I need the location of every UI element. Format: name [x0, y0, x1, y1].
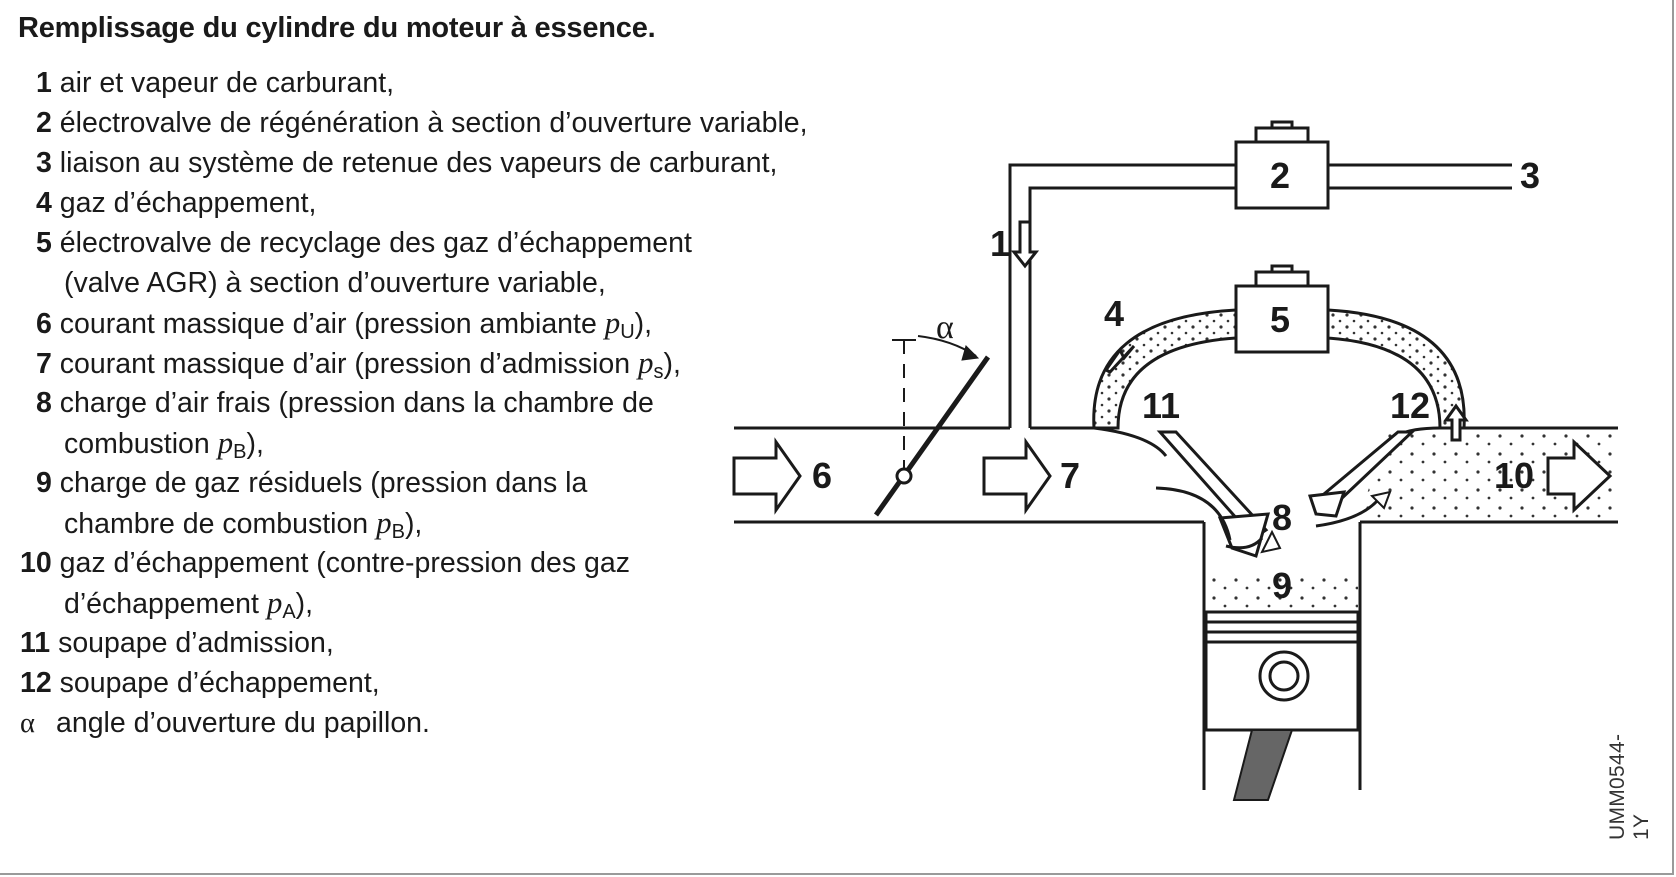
label-4: 4 — [1104, 293, 1124, 334]
regeneration-pipe-inner — [1028, 186, 1236, 428]
legend-item-1: 1 air et vapeur de carburant, — [36, 67, 395, 99]
legend-item-8-cont: combustion pB), — [64, 425, 264, 464]
flow-intake-line — [1155, 486, 1232, 541]
legend-item-4: 4 gaz d’échappement, — [36, 187, 317, 219]
arrow-6 — [732, 437, 802, 515]
arrow-1 — [1010, 220, 1040, 269]
residual-gas-region — [1206, 578, 1358, 610]
regeneration-pipe-outer — [1008, 163, 1236, 428]
legend-item-5: 5 électrovalve de recyclage des gaz d’éc… — [36, 227, 692, 259]
legend-item-2: 2 électrovalve de régénération à section… — [36, 107, 808, 139]
flow-intake-curve — [1225, 536, 1264, 550]
label-11: 11 — [1142, 385, 1180, 426]
valve-5-knob — [1270, 264, 1294, 274]
arrow-10 — [1546, 438, 1613, 514]
arrow-7 — [982, 437, 1052, 515]
label-6: 6 — [812, 455, 832, 496]
legend-item-8: 8 charge d’air frais (pression dans la c… — [36, 387, 654, 419]
label-2: 2 — [1270, 155, 1290, 196]
intake-valve — [1156, 430, 1271, 558]
label-8: 8 — [1272, 497, 1292, 538]
piston — [1204, 610, 1360, 732]
flow-intake-head — [1260, 529, 1282, 554]
legend-item-9-cont: chambre de combustion pB), — [64, 505, 423, 544]
figure-code: UMM0544-1Y — [1606, 733, 1653, 840]
throttle-valve — [873, 335, 991, 517]
arrow-egr-out — [1443, 403, 1469, 442]
legend-item-6: 6 courant massique d’air (pression ambia… — [36, 305, 653, 344]
label-3: 3 — [1520, 155, 1540, 196]
intake-top-right — [1030, 426, 1168, 457]
legend-item-10-cont: d’échappement pA), — [64, 585, 314, 624]
figure-title: Remplissage du cylindre du moteur à esse… — [18, 12, 656, 44]
legend-item-7: 7 courant massique d’air (pression d’adm… — [36, 345, 681, 384]
valve-2-knob — [1270, 120, 1294, 130]
legend-item-3: 3 liaison au système de retenue des vape… — [36, 147, 778, 179]
connecting-rod — [1232, 729, 1294, 801]
legend-item-5-cont: (valve AGR) à section d’ouverture variab… — [64, 267, 606, 299]
arrow-4 — [1103, 344, 1136, 374]
legend-item-9: 9 charge de gaz résiduels (pression dans… — [36, 467, 588, 499]
label-10: 10 — [1494, 455, 1534, 496]
legend-item-10: 10 gaz d’échappement (contre-pression de… — [20, 547, 630, 579]
legend-item-11: 11 soupape d’admission, — [20, 627, 334, 659]
label-7: 7 — [1060, 455, 1080, 496]
legend-item-12: 12 soupape d’échappement, — [20, 667, 380, 699]
exhaust-duct-fill — [1362, 428, 1618, 522]
flow-exhaust-line — [1315, 498, 1380, 528]
label-1: 1 — [990, 223, 1010, 264]
flow-exhaust-head — [1370, 490, 1392, 510]
label-9: 9 — [1272, 565, 1292, 606]
exhaust-valve — [1307, 430, 1416, 518]
label-5: 5 — [1270, 299, 1290, 340]
label-alpha: α — [936, 309, 954, 346]
valve-2-cap — [1254, 126, 1310, 144]
valve-5-cap — [1254, 270, 1310, 288]
label-12: 12 — [1390, 385, 1430, 426]
